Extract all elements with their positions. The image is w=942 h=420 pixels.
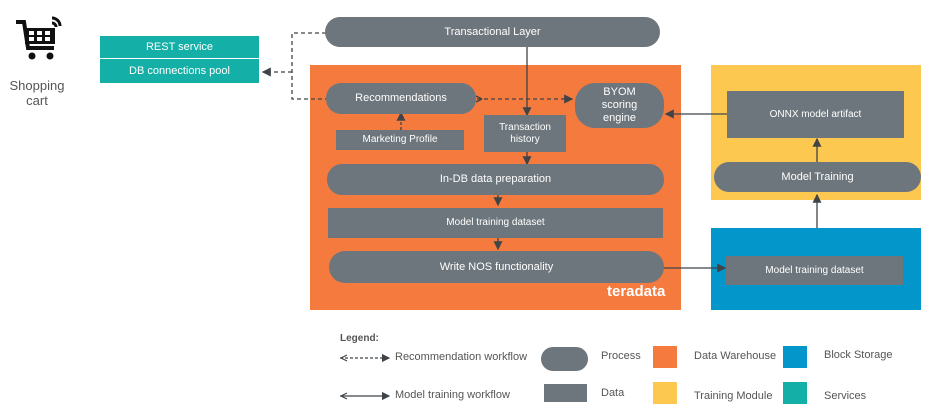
legend-process-swatch — [541, 347, 588, 371]
model-training-dataset: Model training dataset — [328, 208, 663, 238]
onnx-model-artifact: ONNX model artifact — [727, 91, 904, 138]
legend-data-warehouse-swatch — [653, 346, 677, 368]
recommendations: Recommendations — [326, 83, 476, 114]
transaction-history: Transaction history — [484, 115, 566, 152]
shopping-cart-label: Shopping cart — [9, 78, 65, 108]
legend-model-training-workflow: Model training workflow — [395, 389, 510, 401]
legend-recommendation-workflow: Recommendation workflow — [395, 351, 528, 363]
legend-data: Data — [601, 387, 625, 399]
legend-block-storage: Block Storage — [824, 349, 893, 361]
in-db-data-preparation: In-DB data preparation — [327, 164, 664, 195]
byom-scoring-engine: BYOM scoring engine — [575, 83, 664, 128]
legend-services-swatch — [783, 382, 807, 404]
legend-training-module: Training Module — [694, 390, 773, 402]
legend-process: Process — [601, 350, 641, 362]
shopping-cart: Shopping cart — [10, 12, 64, 112]
legend-services: Services — [824, 390, 867, 402]
legend-data-warehouse: Data Warehouse — [694, 350, 777, 362]
legend-block-storage-swatch — [783, 346, 807, 368]
transactional-layer: Transactional Layer — [325, 17, 660, 47]
marketing-profile: Marketing Profile — [336, 130, 464, 150]
rest-service: REST service — [100, 36, 259, 58]
legend-training-module-swatch — [653, 382, 677, 404]
write-nos-functionality: Write NOS functionality — [329, 251, 664, 283]
teradata-logo: teradata — [607, 283, 666, 300]
dashed-link-transactional — [291, 32, 326, 100]
db-connections-pool: DB connections pool — [100, 59, 259, 83]
legend-title: Legend: — [340, 333, 379, 344]
block-storage-training-dataset: Model training dataset — [726, 256, 903, 285]
legend-data-swatch — [544, 384, 587, 402]
shopping-cart-icon — [16, 16, 62, 60]
model-training: Model Training — [714, 162, 921, 192]
